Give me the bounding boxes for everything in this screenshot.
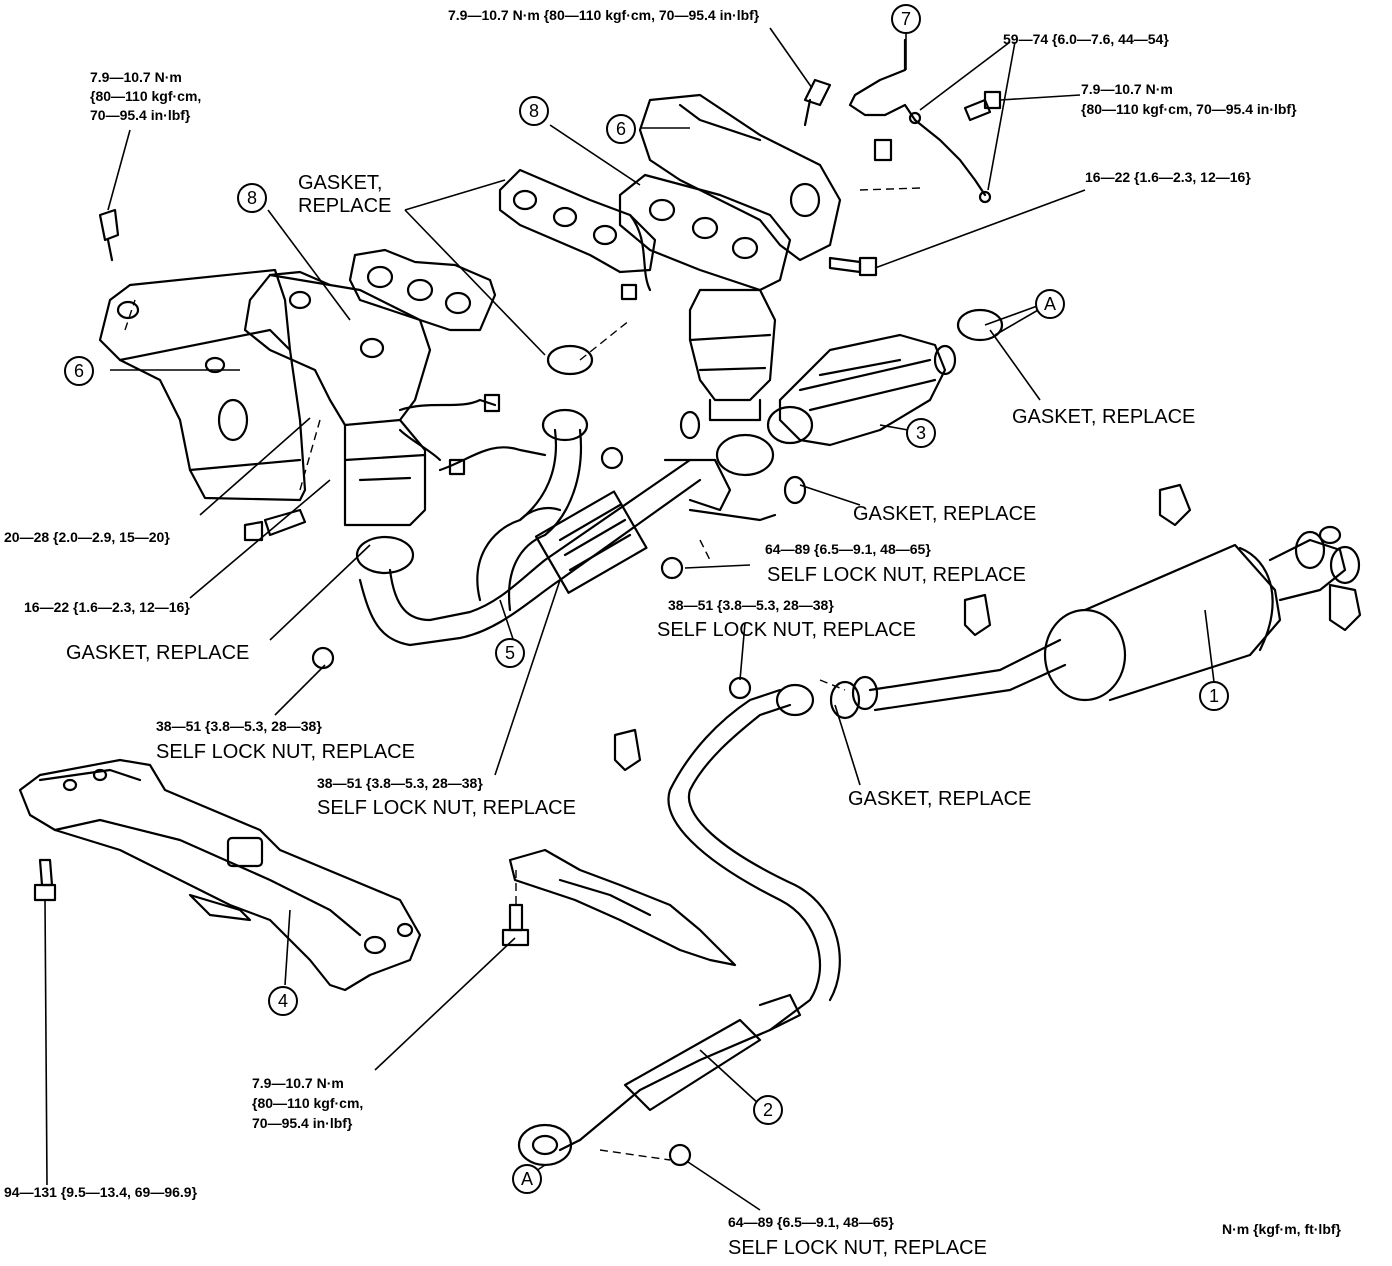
callout-6-left: 6 <box>64 356 94 386</box>
rubber-hanger-5 <box>1328 583 1362 632</box>
torque-left-mid1: 20—28 {2.0—2.9, 15—20} <box>4 529 170 545</box>
callout-8-left: 8 <box>237 183 267 213</box>
manifold-gasket-left <box>348 248 497 332</box>
callout-7: 7 <box>891 4 921 34</box>
callout-A-top: A <box>1035 289 1065 319</box>
torque-left-nut: 38—51 {3.8—5.3, 28—38} <box>156 718 322 734</box>
rubber-hanger-6 <box>613 728 642 772</box>
callout-8-right: 8 <box>519 96 549 126</box>
self-lock-label-mid: SELF LOCK NUT, REPLACE <box>317 797 576 819</box>
catalytic-converter-3 <box>766 333 957 447</box>
manifold-gasket-right <box>498 168 657 301</box>
self-lock-label-left: SELF LOCK NUT, REPLACE <box>156 741 415 763</box>
gasket-label-front-catalyst: GASKET, REPLACE <box>1012 406 1196 428</box>
heat-insulator-left <box>98 268 307 502</box>
gasket-round-4 <box>956 308 1004 342</box>
torque-left-top-line3: 70—95.4 in·lbf} <box>90 107 191 123</box>
callout-A-bottom: A <box>512 1164 542 1194</box>
front-pipe-5 <box>358 428 777 647</box>
main-silencer-1 <box>829 525 1361 720</box>
exhaust-manifold-left <box>243 270 501 527</box>
heat-insulator-right <box>638 93 842 262</box>
crossmember-4 <box>18 758 422 992</box>
self-lock-label-bottom: SELF LOCK NUT, REPLACE <box>728 1237 987 1259</box>
gasket-top-label-line1: GASKET, <box>298 172 383 194</box>
units-legend: N·m {kgf·m, ft·lbf} <box>1222 1221 1341 1237</box>
torque-sensor-nut: 59—74 {6.0—7.6, 44—54} <box>1003 31 1169 47</box>
rubber-hanger-4 <box>963 593 992 637</box>
torque-crossmember: 94—131 {9.5—13.4, 69—96.9} <box>4 1184 198 1200</box>
callout-5: 5 <box>495 638 525 668</box>
torque-center-nut: 64—89 {6.5—9.1, 48—65} <box>765 541 931 557</box>
torque-center-nut2: 38—51 {3.8—5.3, 28—38} <box>668 597 834 613</box>
torque-right-top-line2: {80—110 kgf·cm, 70—95.4 in·lbf} <box>1081 101 1297 117</box>
exhaust-manifold-right <box>618 173 792 422</box>
torque-bottom-bolt-line1: 7.9—10.7 N·m <box>252 1075 344 1091</box>
gasket-round-3 <box>715 433 775 477</box>
gasket-top-label-line2: REPLACE <box>298 195 392 217</box>
leader-lines <box>44 27 1216 1211</box>
gasket-label-middle-pipe: GASKET, REPLACE <box>848 788 1032 810</box>
torque-right-mid: 16—22 {1.6—2.3, 12—16} <box>1085 169 1251 185</box>
torque-left-top-line2: {80—110 kgf·cm, <box>90 88 202 104</box>
self-lock-label-center: SELF LOCK NUT, REPLACE <box>767 564 1026 586</box>
torque-mid-nut: 38—51 {3.8—5.3, 28—38} <box>317 775 483 791</box>
torque-left-top-line1: 7.9—10.7 N·m <box>90 69 182 85</box>
gasket-label-front-pipe: GASKET, REPLACE <box>853 503 1037 525</box>
callout-4: 4 <box>268 986 298 1016</box>
dashed-guides <box>124 187 921 1161</box>
self-lock-label-center2: SELF LOCK NUT, REPLACE <box>657 619 916 641</box>
gasket-label-left-manifold: GASKET, REPLACE <box>66 642 250 664</box>
torque-left-mid2: 16—22 {1.6—2.3, 12—16} <box>24 599 190 615</box>
callout-1: 1 <box>1199 681 1229 711</box>
rubber-hanger-2 <box>783 475 807 505</box>
callout-3: 3 <box>906 418 936 448</box>
heat-insulator-lower <box>508 848 737 967</box>
gasket-round-5 <box>355 535 415 575</box>
torque-top-bolt: 7.9—10.7 N·m {80—110 kgf·cm, 70—95.4 in·… <box>448 7 760 23</box>
callout-6-right: 6 <box>606 114 636 144</box>
torque-bottom-bolt-line2: {80—110 kgf·cm, <box>252 1095 364 1111</box>
gasket-round-2 <box>541 408 589 442</box>
rubber-hanger-3 <box>1158 483 1192 527</box>
middle-pipe-2 <box>517 683 841 1167</box>
torque-bottom-bolt-line3: 70—95.4 in·lbf} <box>252 1115 353 1131</box>
torque-right-top-line1: 7.9—10.7 N·m <box>1081 81 1173 97</box>
callout-2: 2 <box>753 1095 783 1125</box>
rubber-hanger-1 <box>679 410 701 440</box>
sensor-pipe-7 <box>848 38 992 204</box>
gasket-round-1 <box>546 344 594 376</box>
torque-bottom-nut: 64—89 {6.5—9.1, 48—65} <box>728 1214 894 1230</box>
bolts <box>33 78 1002 1167</box>
